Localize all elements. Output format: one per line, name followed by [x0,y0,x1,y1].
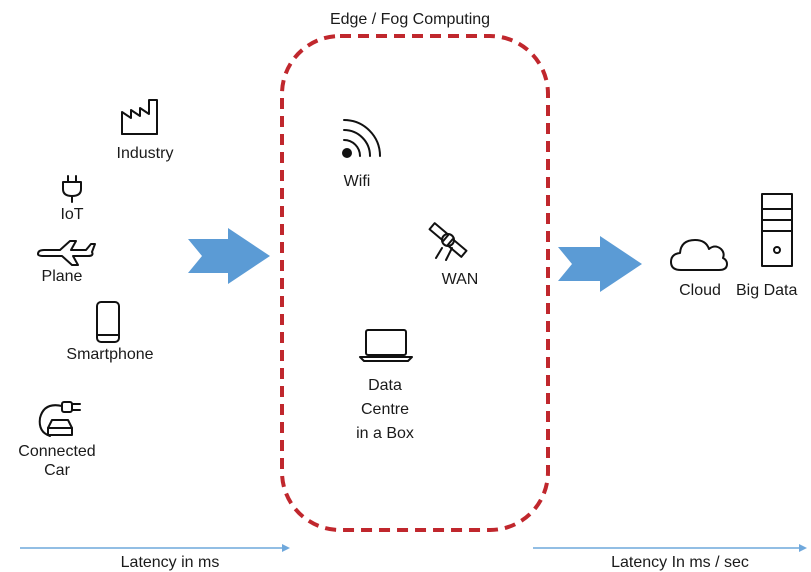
cloud-icon [670,239,728,271]
device-label-connected-car: Connected Car [18,443,96,479]
cloud-label-big-data: Big Data [736,282,798,299]
latency-axis-right [533,544,807,552]
airplane-icon [37,240,96,266]
server-icon [761,193,793,267]
plug-icon [62,175,82,203]
latency-label-right: Latency In ms / sec [611,554,749,571]
cloud-label-cloud: Cloud [679,282,721,299]
flow-arrow-to-edge [188,228,270,284]
edge-label-wifi: Wifi [343,173,371,190]
flow-arrow-to-cloud [558,236,642,292]
wifi-icon [342,119,381,158]
smartphone-icon [96,301,120,343]
device-label-smartphone: Smartphone [66,346,154,363]
laptop-icon [359,329,413,362]
edge-fog-title: Edge / Fog Computing [329,11,491,28]
device-label-plane: Plane [41,268,83,285]
edge-label-data-centre: Data Centre in a Box [356,377,414,442]
device-label-industry: Industry [116,145,174,162]
latency-axis-left [20,544,290,552]
ev-car-icon [38,401,81,437]
satellite-icon [428,222,468,261]
edge-fog-boundary [280,34,550,532]
edge-label-wan: WAN [441,271,479,288]
device-label-iot: IoT [60,206,84,223]
latency-label-left: Latency in ms [120,554,220,571]
factory-icon [121,99,158,135]
